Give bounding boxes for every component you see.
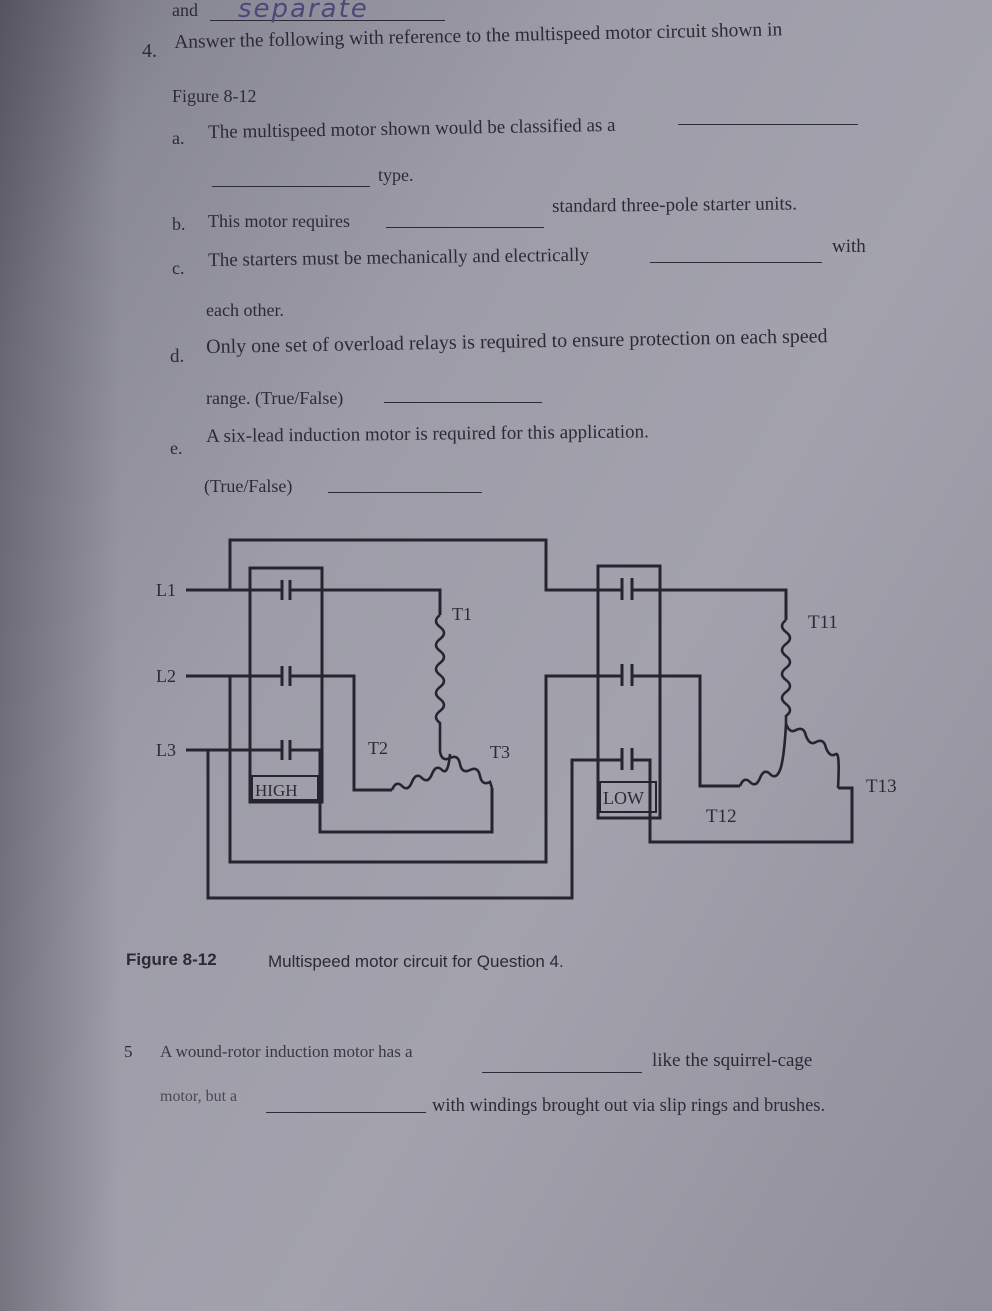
low-label-box: [599, 781, 657, 813]
label-high: HIGH: [255, 781, 298, 800]
q4c-letter: c.: [172, 258, 185, 278]
figure-caption-text: Multispeed motor circuit for Question 4.: [268, 952, 564, 971]
label-t2: T2: [368, 738, 388, 758]
label-l3: L3: [156, 740, 176, 760]
q5-blank2[interactable]: [266, 1112, 426, 1113]
q4b-blank[interactable]: [386, 227, 544, 228]
q4-stem-line2: Figure 8-12: [172, 86, 257, 106]
q4e-text2: (True/False): [204, 476, 293, 496]
q4-number: 4.: [142, 40, 157, 62]
coil-t11: [780, 618, 792, 724]
q4d-letter: d.: [170, 346, 185, 367]
wire-low-t13: [632, 758, 854, 844]
q4d-text2: range. (True/False): [206, 388, 344, 408]
coil-t1: [434, 613, 446, 752]
high-label-box: [251, 775, 319, 801]
q4a-text2: type.: [378, 165, 414, 185]
label-t12: T12: [706, 806, 737, 827]
label-t11: T11: [808, 612, 838, 633]
q5-blank1[interactable]: [482, 1072, 642, 1073]
q4a-blank2[interactable]: [212, 186, 370, 187]
wire-high-t2: [298, 674, 392, 792]
low-starter-box: [596, 564, 662, 820]
page-shadow: [0, 0, 120, 1311]
q5-number: 5: [124, 1042, 133, 1061]
wire-low-t12: [632, 674, 740, 788]
q4b-text1: This motor requires: [208, 211, 350, 231]
wire-l2-low-feed: [228, 674, 610, 864]
q4a-blank1[interactable]: [678, 124, 858, 125]
q4c-text3: each other.: [206, 300, 284, 320]
high-contacts: [274, 580, 298, 760]
top-line-prefix: and: [172, 0, 198, 20]
q4e-blank[interactable]: [328, 492, 482, 493]
q5-text3: motor, but a: [160, 1088, 238, 1105]
q4b-letter: b.: [172, 214, 186, 234]
wire-low-t11: [632, 588, 788, 620]
label-t1: T1: [452, 604, 472, 624]
q5-text1: A wound-rotor induction motor has a: [160, 1042, 413, 1061]
wire-l3-low-feed: [206, 750, 610, 900]
q4d-blank[interactable]: [384, 402, 542, 403]
label-t3: T3: [490, 742, 510, 762]
label-l2: L2: [156, 666, 176, 686]
q4e-letter: e.: [170, 438, 183, 458]
coil-t3: [438, 751, 494, 789]
low-contacts: [610, 578, 634, 770]
label-t13: T13: [866, 776, 897, 797]
q5-text2: like the squirrel-cage: [652, 1050, 813, 1071]
coil-t2: [390, 753, 452, 791]
label-l1: L1: [156, 580, 176, 600]
high-starter-box: [248, 566, 324, 804]
coil-t12: [738, 723, 788, 787]
handwritten-answer: separate: [238, 0, 369, 24]
wire-high-t1: [298, 588, 442, 615]
q4c-text2: with: [832, 236, 866, 257]
label-low: LOW: [603, 788, 644, 808]
coil-t13: [784, 723, 840, 789]
figure-caption-label: Figure 8-12: [126, 950, 217, 969]
q5-text4: with windings brought out via slip rings…: [432, 1096, 826, 1116]
q4a-letter: a.: [172, 128, 185, 148]
wire-high-t3-out: [298, 748, 494, 834]
top-line-blank: [210, 20, 445, 21]
q4c-blank[interactable]: [650, 262, 822, 263]
wire-l1-top-loop: [186, 538, 598, 592]
